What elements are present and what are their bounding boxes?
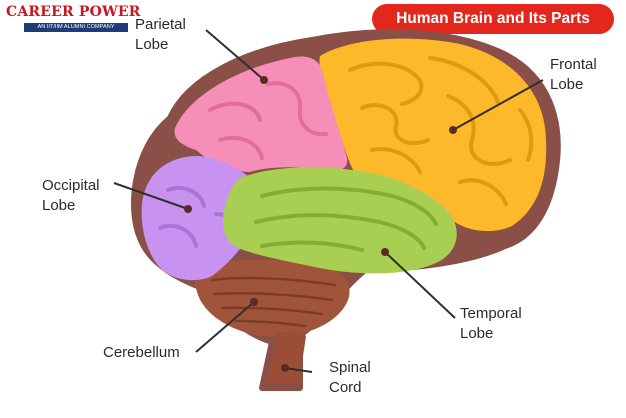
- parietal-lobe-folds: [208, 81, 328, 160]
- parietal-lobe-label: Parietal Lobe: [135, 15, 186, 55]
- spinal-cord-region: [266, 331, 306, 384]
- occipital-pointer: [113, 182, 189, 210]
- parietal-lobe-label-line1: Parietal: [135, 16, 186, 33]
- logo-name: CAREER POWER: [6, 4, 141, 20]
- logo-tagline: AN IIT/IIM ALUMNI COMPANY: [24, 23, 128, 32]
- temporal-pointer: [384, 251, 456, 319]
- spinal-cord-label: Spinal Cord: [329, 358, 371, 398]
- pointer-lines: [113, 29, 544, 373]
- career-power-logo: CAREER POWER AN IIT/IIM ALUMNI COMPANY: [6, 4, 140, 36]
- occipital-lobe-label-line1: Occipital: [42, 177, 100, 194]
- frontal-lobe-label-line2: Lobe: [550, 76, 584, 93]
- pointer-dots: [184, 76, 457, 372]
- frontal-dot: [449, 126, 457, 134]
- temporal-lobe-label-line1: Temporal: [460, 305, 522, 322]
- parietal-pointer: [205, 29, 265, 81]
- frontal-pointer: [452, 79, 544, 131]
- diagram-title: Human Brain and Its Parts: [372, 4, 614, 34]
- parietal-lobe-label-line2: Lobe: [135, 36, 169, 53]
- cerebellum-dot: [250, 298, 258, 306]
- parietal-dot: [260, 76, 268, 84]
- frontal-lobe-label: Frontal Lobe: [550, 55, 597, 95]
- cerebellum-pointer: [195, 301, 255, 353]
- temporal-dot: [381, 248, 389, 256]
- frontal-lobe-folds: [348, 56, 534, 206]
- cerebellum-label: Cerebellum: [103, 343, 180, 363]
- temporal-lobe-folds: [254, 186, 438, 252]
- spinal-cord-label-line1: Spinal: [329, 359, 371, 376]
- parietal-lobe-region: [174, 56, 348, 172]
- occipital-dot: [184, 205, 192, 213]
- spinal-dot: [281, 364, 289, 372]
- frontal-lobe-label-line1: Frontal: [550, 56, 597, 73]
- occipital-lobe-label-line2: Lobe: [42, 197, 76, 214]
- occipital-lobe-label: Occipital Lobe: [42, 176, 100, 216]
- temporal-lobe-label: Temporal Lobe: [460, 304, 522, 344]
- spinal-cord-label-line2: Cord: [329, 379, 362, 396]
- cerebellum-label-line1: Cerebellum: [103, 344, 180, 361]
- cerebellum-folds: [210, 276, 337, 328]
- spinal-pointer: [284, 367, 313, 373]
- temporal-lobe-label-line2: Lobe: [460, 325, 494, 342]
